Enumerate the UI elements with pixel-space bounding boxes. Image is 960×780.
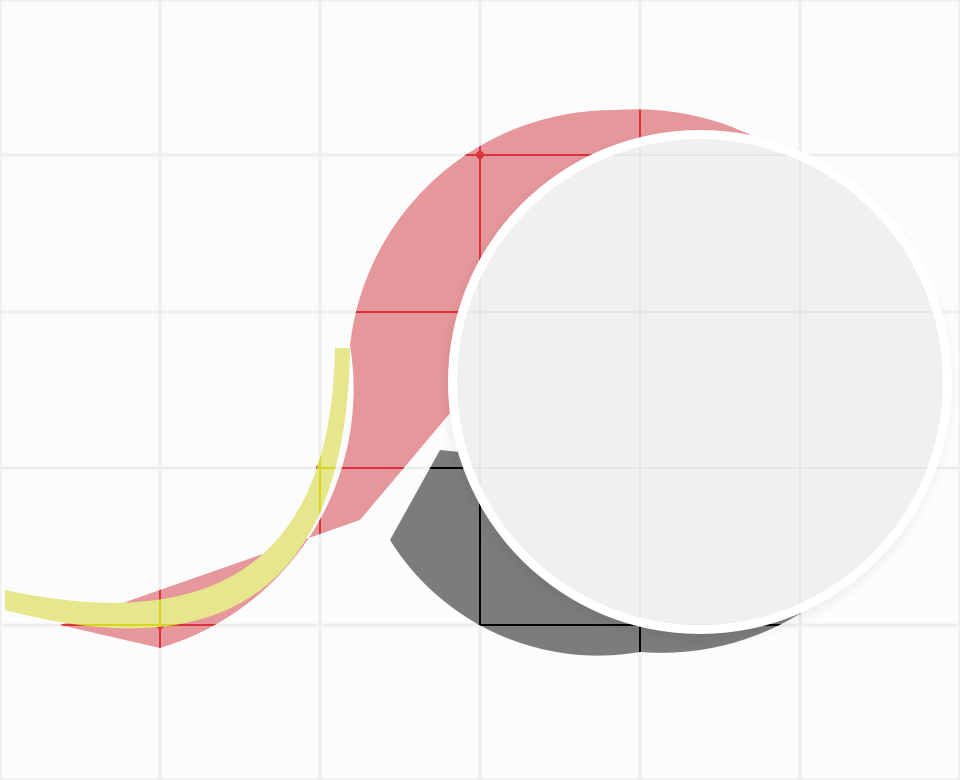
grid-node-dot <box>476 151 484 159</box>
